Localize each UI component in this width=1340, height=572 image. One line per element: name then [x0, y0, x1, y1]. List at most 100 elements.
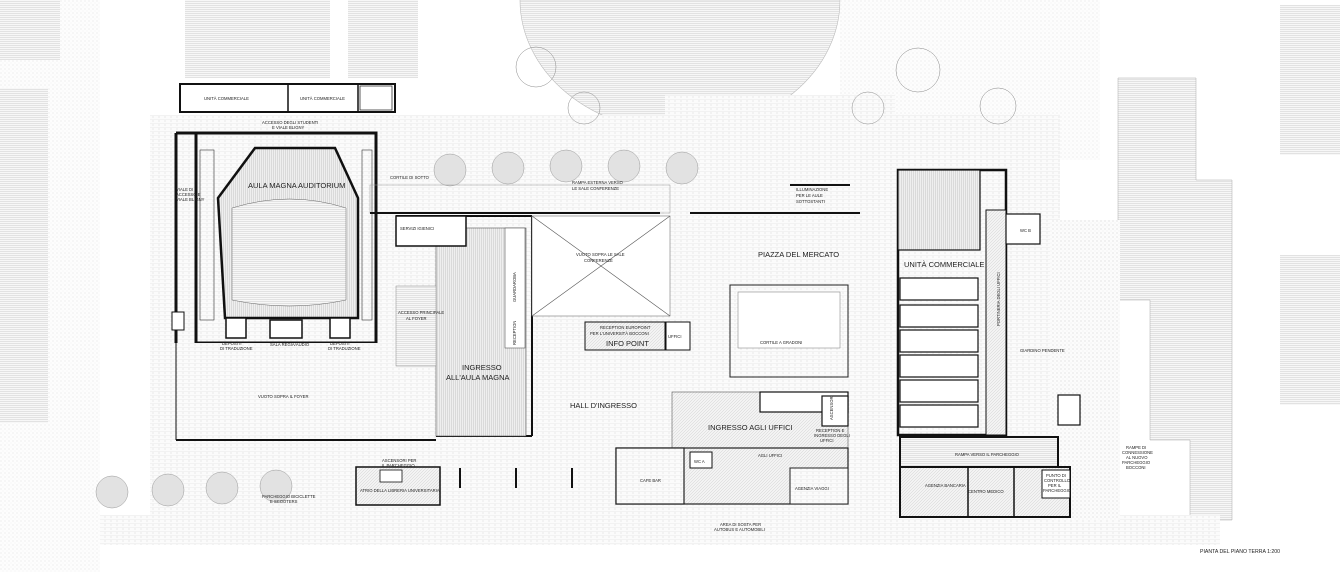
label-vuoto-sale-2: CONFERENZE	[584, 258, 613, 263]
tree-icon	[979, 87, 1017, 125]
label-accesso-studenti: ACCESSO DEGLI STUDENTI	[262, 120, 318, 125]
label-reception-v: RECEPTION	[512, 321, 517, 345]
tree-icons	[95, 46, 1017, 509]
label-vuoto-foyer: VUOTO SOPRA IL FOYER	[258, 394, 309, 399]
right-building-top	[1280, 5, 1340, 155]
commercial-unit-block	[896, 168, 1081, 518]
label-punto-controllo-4: PARCHEGGIO	[1043, 488, 1072, 493]
label-reception-uffici: RECEPTION E	[816, 428, 845, 433]
label-giardino-pendente: GIARDINO PENDENTE	[1020, 348, 1065, 353]
label-area-sosta: AREA DI SOSTA PER	[720, 522, 761, 527]
label-illuminazione-3: SOTTOSTANTI	[796, 199, 825, 204]
label-reception-europoint-2: PER L'UNIVERSITÀ BOCCONI	[590, 331, 649, 336]
label-depositi-2: DI TRADUZIONE	[220, 346, 253, 351]
label-unita-commerciale-big: UNITÀ COMMERCIALE	[904, 260, 984, 269]
label-parcheggio-bici-2: E SCOOTERS	[270, 499, 298, 504]
label-accesso-foyer: ACCESSO PRINCIPALE	[398, 310, 444, 315]
label-cafe-bar: CAFE BAR	[640, 478, 661, 483]
label-centro-medico: CENTRO MEDICO	[968, 489, 1004, 494]
scale-title: PIANTA DEL PIANO TERRA 1:200	[1200, 549, 1280, 555]
tree-icon	[151, 473, 185, 507]
label-hall-ingresso: HALL D'INGRESSO	[570, 401, 637, 410]
label-area-sosta-2: AUTOBUS E AUTOMOBILI	[714, 527, 765, 532]
left-building-top	[0, 0, 60, 60]
label-reception-uffici-3: UFFICI	[820, 438, 834, 443]
right-building-mid	[1280, 255, 1340, 405]
label-parcheggio-bici: PARCHEGGIO BICICLETTE	[262, 494, 316, 499]
tree-icon	[567, 91, 601, 125]
label-servizi: SERVIZI IGIENICI	[400, 226, 434, 231]
aula-entrance-block	[395, 215, 533, 437]
auditorium-block	[171, 131, 436, 441]
label-piazza-mercato: PIAZZA DEL MERCATO	[758, 250, 839, 259]
label-accesso-foyer-2: AL FOYER	[406, 316, 427, 321]
label-rampe-3: AL NUOVO	[1126, 455, 1148, 460]
tree-icon	[665, 151, 699, 185]
tree-icon	[205, 471, 239, 505]
library-atrium	[355, 466, 441, 506]
label-illuminazione-2: PER LE AULE	[796, 193, 823, 198]
label-accesso-studenti-2: E VIALE BLIGNY	[272, 125, 305, 130]
label-agenzia-bancaria: AGENZIA BANCARIA	[925, 483, 966, 488]
label-depositi-4: DI TRADUZIONE	[328, 346, 361, 351]
label-atrio-libreria: ATRIO DELLA LIBRERIA UNIVERSITARIA	[360, 488, 440, 493]
label-ingresso-uffici: INGRESSO AGLI UFFICI	[708, 423, 793, 432]
label-agenzia-viaggi: AGENZIA VIAGGI	[795, 486, 829, 491]
tree-icon	[851, 91, 885, 125]
label-cortile-sotto: CORTILE DI SOTTO	[390, 175, 430, 180]
top-commercial-strip	[179, 83, 396, 113]
label-info-point: INFO POINT	[606, 339, 649, 348]
tree-icon	[433, 153, 467, 187]
label-viale-bligny-2: ACCESSO E	[176, 192, 201, 197]
label-viale-bligny: VIALE DI	[176, 187, 193, 192]
label-depositi-1: DEPOSITI	[222, 341, 242, 346]
label-guardaroba: GUARDAROBA	[512, 272, 517, 302]
label-punto-controllo: PUNTO DI	[1046, 473, 1066, 478]
label-rampa-esterna-2: LE SALE CONFERENZE	[572, 186, 619, 191]
label-ascensori-parcheggio: ASCENSORI PER	[382, 458, 416, 463]
tree-icon	[895, 47, 941, 93]
label-ascensori: ASCENSORI	[829, 395, 834, 420]
label-rampa-parcheggio: RAMPA VERSO IL PARCHEGGIO	[955, 452, 1020, 457]
top-building-a	[185, 0, 330, 78]
label-ingresso-aula: INGRESSO	[462, 363, 502, 372]
label-vuoto-sale: VUOTO SOPRA LE SALE	[576, 252, 625, 257]
label-viale-bligny-3: VIALE BLIGNY	[176, 197, 205, 202]
label-sala-regia: SALA REGIA/AUDIO	[270, 342, 310, 347]
label-agli-uffici: AGLI UFFICI	[758, 453, 782, 458]
label-rampe-4: PARCHEGGIO	[1122, 460, 1151, 465]
label-reception-uffici-2: INGRESSO DEGLI	[814, 433, 850, 438]
left-building	[0, 88, 48, 423]
label-portineria: PORTINERIA DEGLI UFFICI	[996, 272, 1001, 326]
label-punto-controllo-3: PER IL	[1048, 483, 1062, 488]
label-illuminazione: ILLUMINAZIONE	[796, 187, 828, 192]
label-ascensori-parcheggio-2: IL PARCHEGGIO	[382, 463, 415, 468]
offices-block	[615, 391, 849, 505]
label-rampe-2: CONNESSIONE	[1122, 450, 1153, 455]
label-cortile-gradoni: CORTILE A GRADONI	[760, 340, 802, 345]
label-wc-b: WC B	[1020, 228, 1031, 233]
tree-icon	[259, 469, 293, 503]
label-unita-commerciale-1: UNITÀ COMMERCIALE	[204, 96, 249, 101]
courtyard	[729, 284, 849, 378]
label-rampe: RAMPE DI	[1126, 445, 1146, 450]
tree-icon	[607, 149, 641, 183]
tree-icon	[95, 475, 129, 509]
ramp-walls	[370, 184, 860, 488]
label-uffici-small: UFFICI	[668, 334, 682, 339]
tree-icon	[549, 149, 583, 183]
tree-icon	[491, 151, 525, 185]
label-wc-a: WC A	[694, 459, 705, 464]
label-aula-magna: AULA MAGNA AUDITORIUM	[248, 181, 345, 190]
label-rampe-5: BOCCONI	[1126, 465, 1146, 470]
central-hall	[369, 184, 691, 351]
label-reception-europoint: RECEPTION EUROPOINT	[600, 325, 651, 330]
plan-labels: UNITÀ COMMERCIALE UNITÀ COMMERCIALE ACCE…	[176, 96, 1280, 555]
label-rampa-esterna: RAMPA ESTERNA VERSO	[572, 180, 624, 185]
label-unita-commerciale-2: UNITÀ COMMERCIALE	[300, 96, 345, 101]
label-depositi-3: DEPOSITI	[330, 341, 350, 346]
label-punto-controllo-2: CONTROLLO	[1044, 478, 1071, 483]
label-ingresso-aula-2: ALL'AULA MAGNA	[446, 373, 510, 382]
top-building-b	[348, 0, 418, 78]
